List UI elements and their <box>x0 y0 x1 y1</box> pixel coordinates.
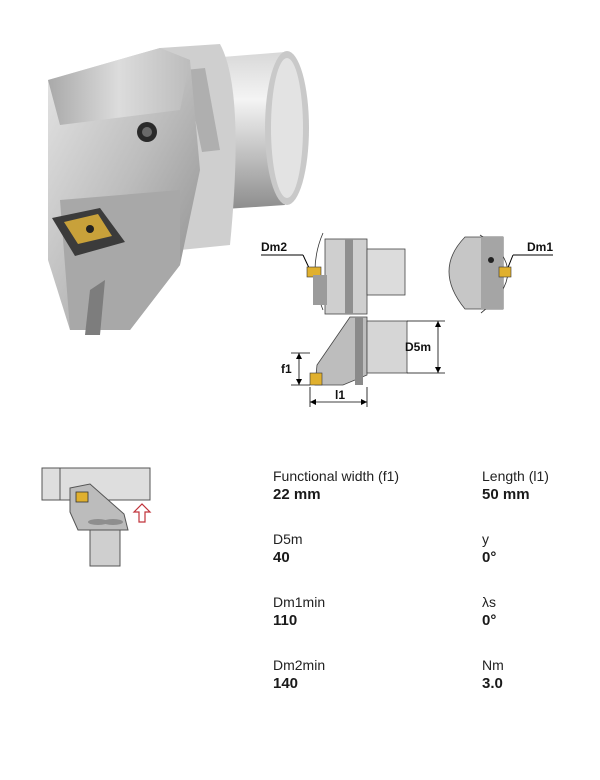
spec-value: 0° <box>482 612 497 629</box>
spec-label: λs <box>482 594 496 610</box>
spec-dm1min: Dm1min 110 <box>273 593 325 631</box>
spec-lambda-s: λs 0° <box>482 593 496 631</box>
spec-d5m: D5m 40 <box>273 530 303 568</box>
spec-functional-width: Functional width (f1) 22 mm <box>273 467 399 505</box>
product-photo <box>48 44 309 335</box>
spec-value: 140 <box>273 675 299 692</box>
spec-value: 0° <box>482 549 497 566</box>
spec-label: D5m <box>273 531 303 547</box>
spec-value: 110 <box>273 612 298 629</box>
spec-value: 40 <box>273 549 290 566</box>
spec-label: Dm1min <box>273 594 326 610</box>
spec-value: 22 mm <box>273 486 321 503</box>
dm1-label: Dm1 <box>527 240 553 254</box>
dm2-label: Dm2 <box>261 240 287 254</box>
spec-label: Length (l1) <box>482 468 549 484</box>
spec-dm2min: Dm2min 140 <box>273 656 325 694</box>
spec-nm: Nm 3.0 <box>482 656 504 694</box>
f1-label: f1 <box>281 362 292 376</box>
spec-label: Dm2min <box>273 657 326 673</box>
spec-label: y <box>482 531 489 547</box>
spec-value: 3.0 <box>482 675 503 692</box>
spec-value: 50 mm <box>482 486 530 503</box>
l1-label: l1 <box>335 388 345 402</box>
machining-setup-icon <box>41 467 152 567</box>
dimension-drawings: Dm2 Dm1 D5m f1 <box>261 232 553 407</box>
spec-y: y 0° <box>482 530 496 568</box>
spec-label: Functional width (f1) <box>273 468 400 484</box>
spec-length: Length (l1) 50 mm <box>482 467 549 505</box>
spec-label: Nm <box>482 657 504 673</box>
d5m-label: D5m <box>405 340 431 354</box>
